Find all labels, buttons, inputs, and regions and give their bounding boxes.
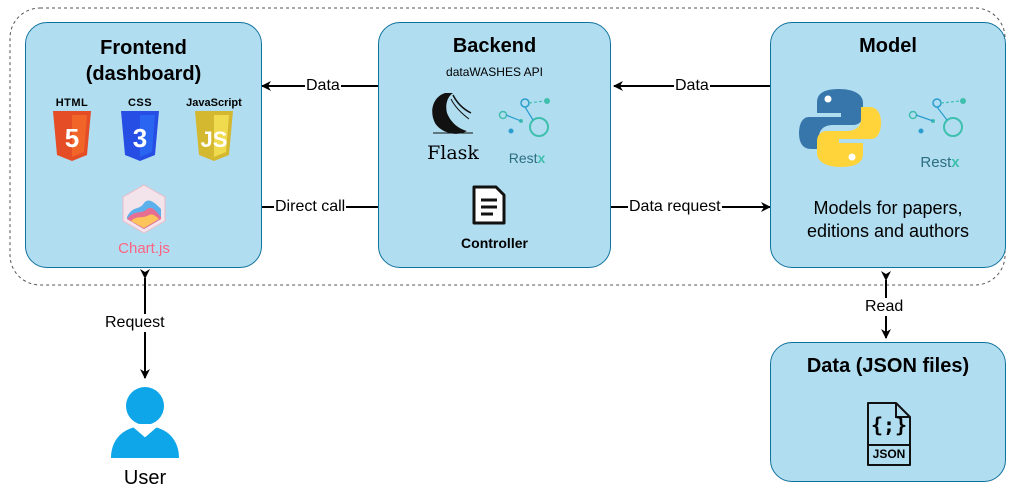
backend-title: Backend xyxy=(452,35,537,57)
javascript-label: JavaScript xyxy=(186,97,242,109)
backend-box: Backend dataWASHES API Flask Restx xyxy=(378,22,611,268)
svg-text:5: 5 xyxy=(65,123,79,153)
json-file-label: JSON xyxy=(872,447,906,461)
restx-label: Rest xyxy=(920,154,952,171)
model-box: Model Restx Models for papers, editions … xyxy=(770,22,1006,268)
document-icon xyxy=(472,185,506,225)
chartjs-label: Chart.js xyxy=(118,240,170,257)
javascript-icon: JS xyxy=(195,111,233,161)
restx-label: Rest xyxy=(508,150,538,166)
restx-logo-backend: Restx xyxy=(495,95,559,167)
system-boundary xyxy=(9,7,1006,286)
javascript-logo: JavaScript JS xyxy=(183,97,245,167)
model-description: Models for papers, editions and authors xyxy=(771,197,1005,243)
json-document-icon xyxy=(867,402,911,466)
restx-logo-model: Restx xyxy=(905,93,975,173)
user-icon xyxy=(111,387,179,458)
python-logo xyxy=(797,85,883,171)
css3-icon: 3 xyxy=(121,111,159,161)
svg-text:JS: JS xyxy=(201,127,228,152)
frontend-box: Frontend (dashboard) HTML 5 CSS 3 JavaSc… xyxy=(25,22,262,268)
svg-text:3: 3 xyxy=(133,123,147,153)
api-label: dataWASHES API xyxy=(446,65,543,79)
user-label: User xyxy=(123,467,167,489)
edge-label-request: Request xyxy=(104,314,166,332)
flask-label: Flask xyxy=(427,142,479,164)
restx-icon xyxy=(908,98,966,137)
frontend-title: Frontend (dashboard) xyxy=(26,35,261,87)
json-file-icon: {;} JSON xyxy=(860,399,918,469)
chartjs-icon xyxy=(122,184,166,234)
model-description-line1: Models for papers, xyxy=(813,198,963,218)
frontend-title-line2: (dashboard) xyxy=(85,63,202,85)
restx-wordmark: Restx xyxy=(920,154,960,171)
controller-icon xyxy=(468,183,508,227)
user-actor: User xyxy=(103,380,187,490)
flask-logo: Flask xyxy=(423,89,483,164)
frontend-title-line1: Frontend xyxy=(100,37,187,59)
flask-icon xyxy=(432,93,473,134)
edge-label-backend-to-frontend: Data xyxy=(305,77,341,95)
chartjs-logo: Chart.js xyxy=(109,183,179,257)
model-description-line2: editions and authors xyxy=(806,221,970,241)
data-title: Data (JSON files) xyxy=(806,355,970,377)
html5-icon: 5 xyxy=(53,111,91,161)
edge-label-read: Read xyxy=(864,298,905,316)
json-braces: {;} xyxy=(870,413,908,437)
model-title: Model xyxy=(859,35,917,57)
html5-label: HTML xyxy=(55,97,89,109)
python-icon xyxy=(799,89,881,167)
css3-label: CSS xyxy=(127,97,153,109)
edge-label-direct-call: Direct call xyxy=(274,198,347,216)
controller-label: Controller xyxy=(461,235,528,251)
data-box: Data (JSON files) {;} JSON xyxy=(770,342,1006,482)
html5-logo: HTML 5 xyxy=(49,97,95,167)
css3-logo: CSS 3 xyxy=(117,97,163,167)
restx-wordmark: Restx xyxy=(508,150,546,166)
edge-label-model-to-backend: Data xyxy=(674,77,710,95)
edge-label-data-request: Data request xyxy=(628,198,722,216)
restx-icon xyxy=(498,98,550,137)
